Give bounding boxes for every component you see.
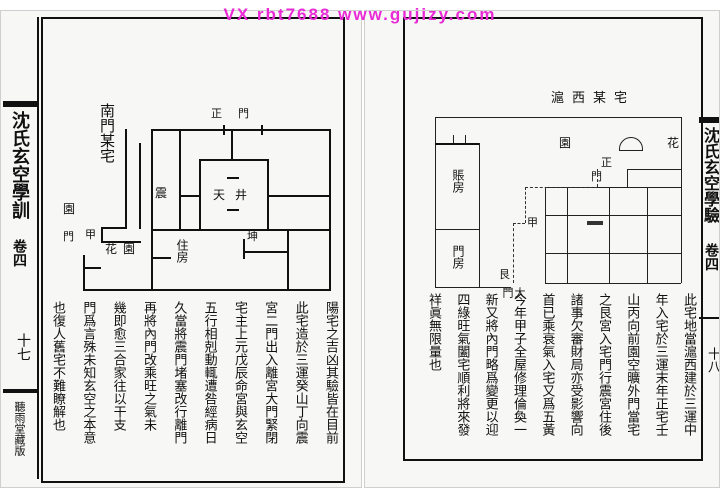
right-text-col-10: 祥眞無限量也 <box>426 293 441 371</box>
wall <box>329 129 331 291</box>
right-floor-plan: 滬西某宅 賬房 門房 <box>405 19 701 298</box>
left-body-text: 陽宅之吉凶其驗皆在目前 此宅造於三運癸山丁向震 宮二門出入離宮大門緊閉 宅主上元… <box>49 301 339 477</box>
right-plan-hua: 花 <box>667 136 680 150</box>
left-text-col-10: 也復人舊宅不難瞭解也 <box>50 301 65 431</box>
left-plan-jia: 甲 <box>85 228 96 241</box>
right-text-col-7: 今年甲子全屋修理倫奐一 <box>510 293 526 436</box>
right-text-col-9: 四綠旺氣闔宅順利將來發 <box>454 293 470 436</box>
left-plan-tian-jing: 天井 <box>213 188 258 202</box>
left-plan-title: 南門某宅 <box>98 103 116 163</box>
right-plan-yuan: 園 <box>559 136 572 150</box>
right-plan-da-men: 大門 <box>501 287 526 298</box>
right-plan-title: 滬西某宅 <box>551 91 636 106</box>
pavilion-icon <box>619 137 643 151</box>
right-plan-zhang-fang: 賬房 <box>451 169 465 193</box>
right-plan-men-fang: 門房 <box>451 245 465 269</box>
left-plan-hua-yuan: 花園 <box>105 242 142 256</box>
left-text-frame: 南門某宅 正門 <box>41 17 345 483</box>
left-plan-kun: 坤 <box>247 230 258 243</box>
left-spine-number: 十七 <box>15 333 31 361</box>
right-text-col-2: 年入宅於三運末年正宅壬 <box>652 293 668 436</box>
left-spine-volume: 卷四 <box>11 239 27 267</box>
right-page: 滬西某宅 賬房 門房 <box>364 10 720 488</box>
watermark-text: VX rbt7688 www.gujizy.com <box>223 5 497 24</box>
left-text-col-2: 此宅造於三運癸山丁向震 <box>292 301 308 444</box>
right-text-col-1: 此宅地當滬西建於三運中 <box>680 293 696 436</box>
right-text-col-5: 諸事欠審財局亦受影響向 <box>567 293 583 436</box>
right-spine: 沈氏玄空學驗 卷四 十八 <box>699 17 720 457</box>
right-plan-gen: 艮 <box>499 268 510 281</box>
left-text-col-3: 宮二門出入離宮大門緊閉 <box>262 301 278 444</box>
right-text-col-6: 首已乘衰氣入宅又爲五黃 <box>539 293 555 436</box>
left-spine: 沈氏玄空學訓 卷四 十七 聽雨堂藏版 <box>3 17 39 479</box>
left-plan-men: 門 <box>63 230 74 243</box>
right-plan-zheng: 正 <box>601 156 612 169</box>
left-text-col-9: 門爲言殊未知玄空之本意 <box>80 301 96 444</box>
right-spine-number: 十八 <box>705 347 720 373</box>
left-spine-publisher: 聽雨堂藏版 <box>13 401 26 456</box>
wall <box>151 129 153 291</box>
left-text-col-7: 再將內門改乘旺之氣未 <box>140 301 156 431</box>
left-text-col-5: 五行相剋動輒遭咎經病日 <box>201 301 217 444</box>
right-plan-men: 門 <box>591 170 602 183</box>
left-plan-zhu-fang: 住房 <box>175 239 189 263</box>
right-text-frame: 滬西某宅 賬房 門房 <box>403 17 703 461</box>
right-spine-volume: 卷四 <box>703 243 719 271</box>
left-text-col-6: 久當將震門堵塞改行離門 <box>171 301 187 444</box>
right-text-col-3: 山丙向前園空曠外門當宅 <box>624 293 640 436</box>
left-plan-zhen: 震 <box>155 186 168 200</box>
wall <box>151 129 331 131</box>
left-plan-zheng-men: 正門 <box>211 107 265 120</box>
left-text-col-1: 陽宅之吉凶其驗皆在目前 <box>322 301 338 444</box>
wall <box>83 289 331 291</box>
left-floor-plan: 南門某宅 正門 <box>43 19 343 299</box>
right-body-text: 此宅地當滬西建於三運中 年入宅於三運末年正宅壬 山丙向前園空曠外門當宅 之艮宮入… <box>425 293 697 459</box>
left-plan-yuan: 園 <box>63 202 76 216</box>
left-page: 沈氏玄空學訓 卷四 十七 聽雨堂藏版 南門某宅 正門 <box>0 10 362 488</box>
left-spine-title: 沈氏玄空學訓 <box>9 111 30 219</box>
right-plan-jia: 甲 <box>527 216 538 229</box>
left-text-col-8: 幾即愈三合家往以干支 <box>110 301 126 431</box>
right-text-col-4: 之艮宮入宅門行震宮住後 <box>595 293 611 436</box>
right-spine-title: 沈氏玄空學驗 <box>701 127 720 223</box>
right-text-col-8: 新又將內門略爲變更以迎 <box>482 293 498 436</box>
left-text-col-4: 宅主上元戊辰命宮與玄空 <box>231 301 247 444</box>
